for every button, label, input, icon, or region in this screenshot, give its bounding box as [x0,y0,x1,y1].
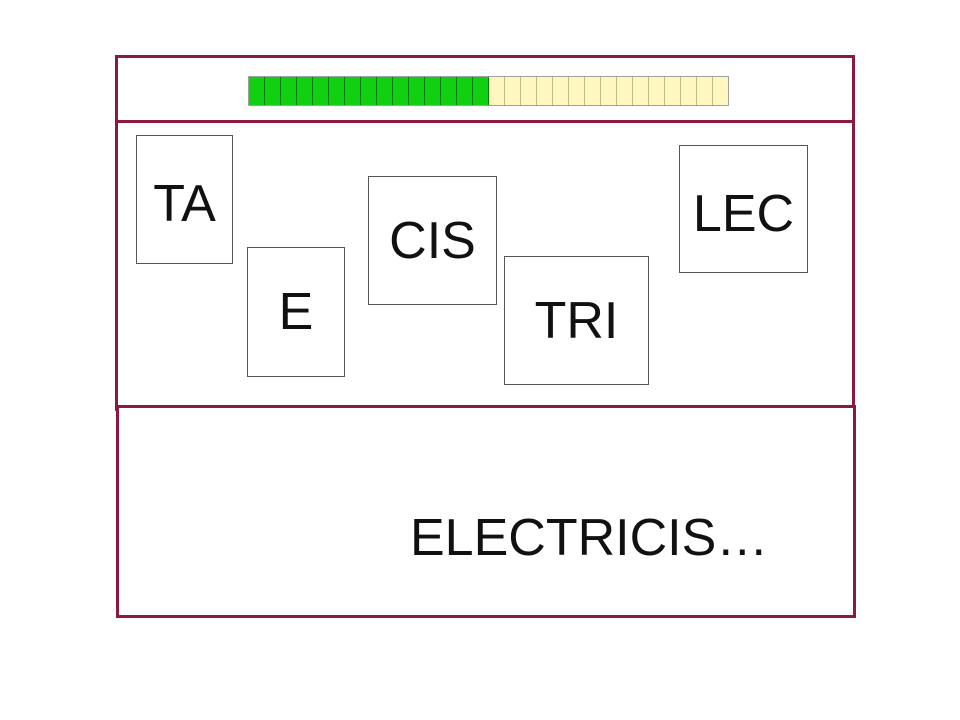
progress-segment-empty [553,77,569,105]
progress-segment-filled [441,77,457,105]
answer-panel [116,405,856,618]
progress-segment-empty [505,77,521,105]
progress-segment-empty [617,77,633,105]
syllable-tile-label: LEC [692,185,795,243]
progress-segment-empty [601,77,617,105]
progress-segment-filled [377,77,393,105]
syllable-tile-tri[interactable]: TRI [504,256,649,385]
progress-segment-filled [393,77,409,105]
progress-segment-empty [681,77,697,105]
progress-segment-empty [537,77,553,105]
syllable-tile-label: E [278,283,314,341]
syllable-tile-lec[interactable]: LEC [679,145,808,273]
progress-segment-empty [489,77,505,105]
progress-segment-filled [313,77,329,105]
progress-segment-empty [697,77,713,105]
progress-segment-empty [665,77,681,105]
progress-segment-empty [569,77,585,105]
answer-word: ELECTRICIS… [410,509,769,567]
syllable-tile-ta[interactable]: TA [136,135,233,264]
progress-bar [248,76,729,106]
progress-segment-filled [281,77,297,105]
syllable-tile-label: TRI [534,291,619,350]
syllable-tile-e[interactable]: E [247,247,345,377]
progress-segment-empty [649,77,665,105]
progress-segment-empty [633,77,649,105]
syllable-tile-cis[interactable]: CIS [368,176,497,305]
progress-segment-filled [297,77,313,105]
progress-segment-filled [425,77,441,105]
progress-segment-filled [457,77,473,105]
progress-segment-filled [409,77,425,105]
syllable-tile-label: TA [153,175,216,233]
progress-segment-filled [265,77,281,105]
progress-segment-empty [585,77,601,105]
progress-segment-empty [521,77,537,105]
progress-segment-filled [329,77,345,105]
syllable-tile-label: CIS [389,211,476,270]
progress-segment-empty [713,77,728,105]
progress-segment-filled [345,77,361,105]
progress-segment-filled [361,77,377,105]
progress-segment-filled [473,77,489,105]
progress-segment-filled [249,77,265,105]
